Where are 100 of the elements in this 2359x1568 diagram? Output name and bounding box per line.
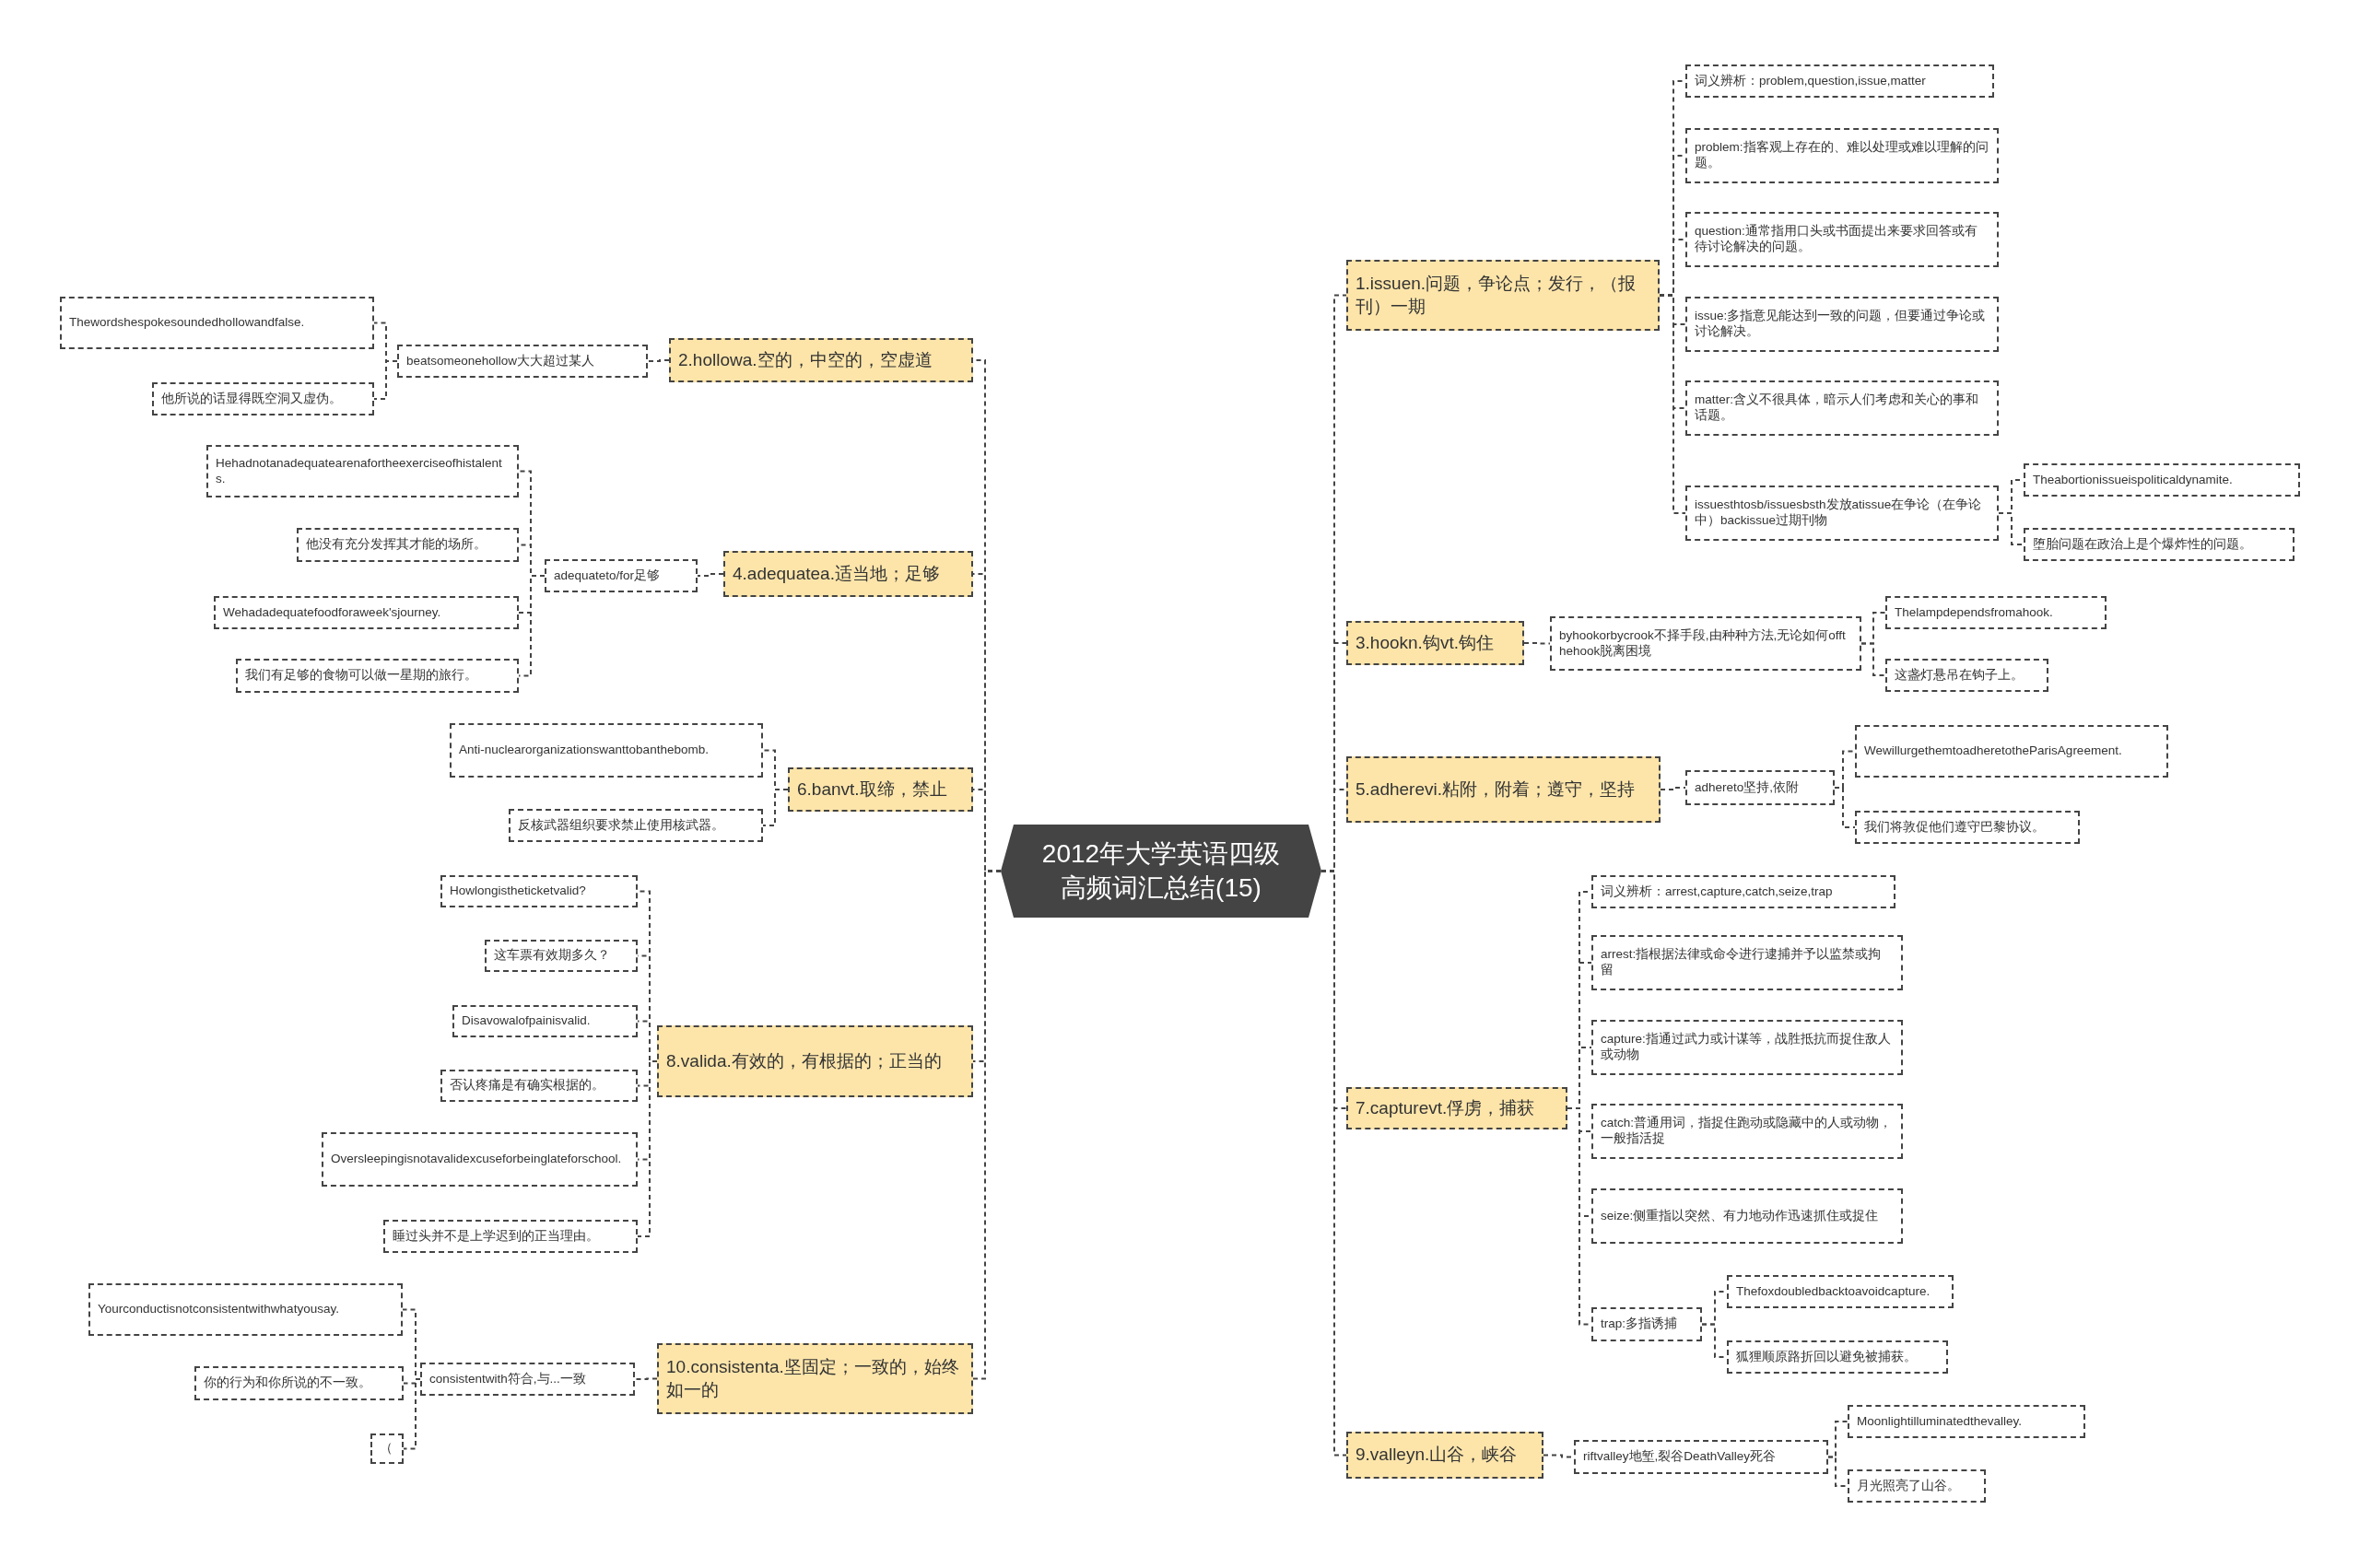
topic-box [788, 767, 973, 812]
subtopic-box [452, 1005, 638, 1037]
topic-text: Thewordshespokesoundedhollowandfalse. [69, 315, 305, 331]
subtopic-box [1885, 659, 2048, 692]
topic-box [657, 1025, 973, 1097]
connector-line [697, 573, 724, 577]
topic-text: 7.capturevt.俘虏，捕获 [1356, 1096, 1535, 1119]
topic-text: 你的行为和你所说的不一致。 [204, 1375, 371, 1391]
topic-text: Howlongistheticketvalid? [450, 883, 586, 899]
subtopic-box [1848, 1405, 2085, 1438]
topic-text: catch:普通用词，指捉住跑动或隐藏中的人或动物，一般指活捉 [1601, 1116, 1894, 1147]
connector-line [1860, 642, 1886, 676]
topic-text: seize:侧重指以突然、有力地动作迅速抓住或捉住 [1601, 1208, 1879, 1224]
topic-text: Disavowalofpainisvalid. [462, 1013, 591, 1029]
subtopic-box [1727, 1275, 1954, 1308]
topic-text: 堕胎问题在政治上是个爆炸性的问题。 [2033, 536, 2252, 553]
topic-text: 1.issuen.问题，争论点；发行，（报刊）一期 [1356, 272, 1637, 318]
connector-line [1523, 642, 1551, 645]
subtopic-box [1685, 297, 1999, 352]
topic-box [657, 1343, 973, 1414]
subtopic-box [297, 528, 519, 562]
topic-text: 词义辨析：arrest,capture,catch,seize,trap [1601, 883, 1833, 900]
topic-text: beatsomeonehollow大大超过某人 [406, 353, 595, 369]
connector-line [637, 1060, 658, 1237]
topic-text: question:通常指用口头或书面提出来要求回答或有待讨论解决的问题。 [1695, 224, 1978, 255]
subtopic-box [1574, 1440, 1828, 1474]
topic-text: 8.valida.有效的，有根据的；正当的 [666, 1049, 942, 1072]
subtopic-box [2024, 463, 2300, 497]
subtopic-box [194, 1366, 404, 1400]
subtopic-box [1685, 770, 1835, 805]
topic-text: consistentwith符合,与...一致 [429, 1371, 586, 1387]
topic-box [1346, 1432, 1543, 1479]
topic-text: 5.adherevi.粘附，附着；遵守，坚持 [1356, 778, 1635, 801]
topic-text: 9.valleyn.山谷，峡谷 [1356, 1444, 1518, 1467]
subtopic-box [485, 940, 638, 972]
topic-text: 这车票有效期多久？ [494, 948, 610, 964]
topic-text: adhereto坚持,依附 [1695, 779, 1800, 796]
topic-text: issue:多指意见能达到一致的问题，但要通过争论或讨论解决。 [1695, 309, 1987, 340]
subtopic-box [440, 875, 638, 907]
topic-text: 6.banvt.取缔，禁止 [797, 778, 947, 801]
topic-text: Wehadadequatefoodforaweek'sjourney. [223, 604, 441, 621]
topic-text: 词义辨析：problem,question,issue,matter [1695, 73, 1926, 89]
subtopic-box [370, 1433, 404, 1464]
topic-box [1346, 260, 1660, 331]
connector-line [1660, 787, 1686, 790]
topic-box [1346, 621, 1524, 665]
subtopic-box [1591, 935, 1903, 990]
subtopic-box [1685, 64, 1994, 98]
connector-line [1320, 870, 1347, 1457]
subtopic-box [1550, 616, 1861, 671]
connector-line [647, 359, 670, 362]
topic-text: 10.consistenta.坚固定；一致的，始终如一的 [666, 1355, 960, 1401]
topic-text: adequateto/for足够 [554, 568, 661, 584]
topic-text: 月光照亮了山谷。 [1857, 1478, 1960, 1494]
subtopic-box [214, 596, 519, 629]
subtopic-box [60, 297, 374, 349]
topic-text: problem:指客观上存在的、难以处理或难以理解的问题。 [1695, 140, 1989, 171]
topic-text: Moonlightilluminatedthevalley. [1857, 1413, 2023, 1430]
central-topic-box [1001, 825, 1321, 918]
topic-box [723, 551, 973, 597]
subtopic-box [152, 382, 374, 415]
topic-text: 这盏灯悬吊在钩子上。 [1895, 667, 2024, 684]
topic-text: byhookorbycrook不择手段,由种种方法,无论如何offthehook脱离困境 [1559, 627, 1847, 660]
topic-text: arrest:指根据法律或命令进行逮捕并予以监禁或拘留 [1601, 947, 1883, 978]
subtopic-box [509, 809, 763, 842]
subtopic-box [1855, 811, 2080, 844]
subtopic-box [450, 723, 763, 778]
connector-line [1659, 294, 1686, 514]
topic-text: Thefoxdoubledbacktoavoidcapture. [1736, 1283, 1931, 1300]
topic-text: 他没有充分发挥其才能的场所。 [306, 537, 487, 553]
subtopic-box [1885, 596, 2107, 629]
subtopic-box [1685, 380, 1999, 436]
subtopic-box [1855, 725, 2168, 778]
subtopic-box [1591, 1307, 1702, 1341]
connector-line [403, 1378, 421, 1450]
topic-text: Theabortionissueispoliticaldynamite. [2033, 472, 2233, 488]
topic-box [1346, 1087, 1567, 1129]
topic-text: 4.adequatea.适当地；足够 [733, 562, 940, 585]
topic-text: capture:指通过武力或计谋等，战胜抵抗而捉住敌人或动物 [1601, 1032, 1892, 1063]
subtopic-box [1591, 1104, 1903, 1159]
connector-line [1827, 1456, 1848, 1487]
topic-text: 3.hookn.钩vt.钩住 [1356, 631, 1494, 654]
topic-text: matter:含义不很具体，暗示人们考虑和关心的事和话题。 [1695, 392, 1979, 424]
subtopic-box [322, 1132, 638, 1187]
subtopic-box [1848, 1469, 1986, 1503]
connector-line [972, 870, 1002, 1380]
topic-text: 我们将敦促他们遵守巴黎协议。 [1864, 819, 2045, 836]
topic-box [669, 338, 973, 382]
subtopic-box [1685, 486, 1999, 541]
topic-text: 反核武器组织要求禁止使用核武器。 [518, 817, 724, 834]
topic-text: WewillurgethemtoadheretotheParisAgreement. [1864, 743, 2122, 759]
topic-text: 2012年大学英语四级高频词汇总结(15) [1040, 838, 1282, 904]
topic-text: 我们有足够的食物可以做一星期的旅行。 [245, 668, 477, 684]
topic-text: Oversleepingisnotavalidexcuseforbeinglateforschool. [331, 1152, 622, 1167]
subtopic-box [420, 1363, 635, 1396]
topic-text: （ [380, 1441, 393, 1457]
connector-line [1998, 512, 2025, 545]
topic-text: riftvalley地堑,裂谷DeathValley死谷 [1583, 1449, 1777, 1465]
connector-line [762, 789, 789, 826]
subtopic-box [1591, 1188, 1903, 1244]
